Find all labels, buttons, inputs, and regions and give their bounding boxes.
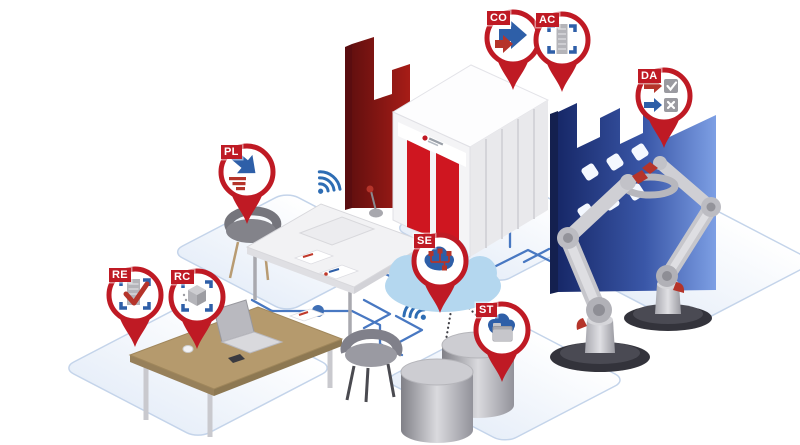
pin-planning[interactable]: PL [215,142,279,230]
office-desk-top [224,170,430,336]
pin-badge: RE [109,268,131,282]
robot-arm-front [550,170,650,372]
office-desk-bottom [128,299,403,437]
office-chair-bottom [340,329,403,403]
cloud-storage-folder-icon [488,313,515,342]
cloud-network-icon [424,246,454,271]
pin-re[interactable]: RE [103,265,167,353]
pin-badge: DA [638,69,661,83]
robot-gripper-part [632,170,648,184]
pin-badge: AC [536,13,559,27]
pin-se[interactable]: SE [408,231,472,319]
antenna [366,185,383,218]
pin-rc[interactable]: RC [165,267,229,355]
pin-badge: RC [171,270,194,284]
pin-st[interactable]: ST [470,300,534,388]
building-logo [422,135,444,147]
building-door-left [407,140,430,236]
decision-check-cross-icon [644,79,678,112]
pin-da[interactable]: DA [632,66,696,154]
blue-factory-silhouette [550,103,716,294]
building-banner [398,122,466,167]
pin-co[interactable]: CO [481,8,545,96]
pin-badge: CO [487,11,511,25]
pin-badge: PL [221,145,242,159]
building-door-right [436,153,459,251]
warehouse-building [391,64,550,258]
pin-badge: SE [414,234,436,248]
pin-badge: ST [476,303,497,317]
laptop [213,299,284,354]
robot-arm-back [621,156,721,331]
wifi-icon [317,170,342,194]
pin-ac[interactable]: AC [530,10,594,98]
transfer-arrows-icon [495,21,527,53]
